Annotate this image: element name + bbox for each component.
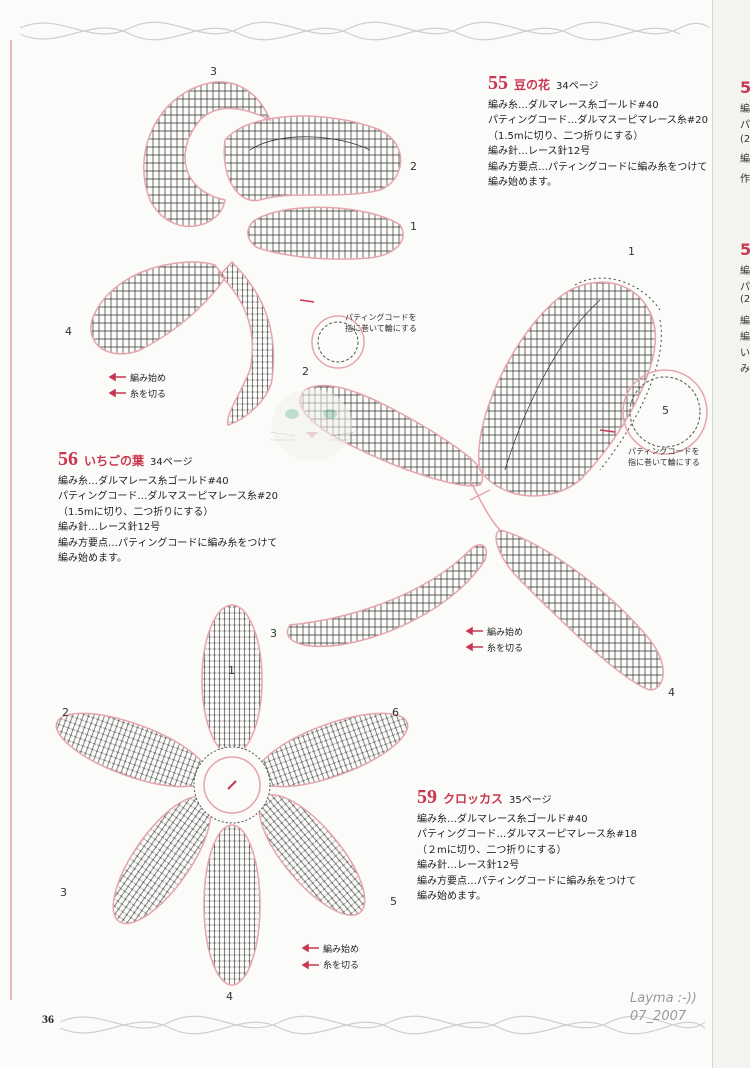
pattern-line: 編み始めます。 <box>58 553 127 564</box>
legend-start: 編み始め <box>487 627 524 638</box>
legend-start: 編み始め <box>323 944 360 955</box>
page-border-line <box>10 40 12 1000</box>
pattern-number: 55 <box>488 72 508 94</box>
page-number: 36 <box>42 1012 54 1026</box>
pattern-56-info: 56 いちごの葉 34ページ 編み糸…ダルマレース糸ゴールド#40 パティングコ… <box>58 448 279 567</box>
pattern-name: いちごの葉 <box>84 454 145 468</box>
spine-fragment: 編 <box>740 332 750 343</box>
pattern-line: 編み針…レース針12号 <box>58 522 161 533</box>
d59-label-4: 4 <box>226 990 233 1003</box>
legend-start: 編み始め <box>130 373 167 384</box>
pattern-line: （２mに切り、二つ折りにする） <box>417 844 567 856</box>
pattern-line: 編み針…レース針12号 <box>417 860 520 871</box>
pattern-line: （1.5mに切り、二つ折りにする） <box>58 506 214 518</box>
pattern-line: 編み糸…ダルマレース糸ゴールド#40 <box>488 99 659 111</box>
legend-59: 編み始め 糸を切る <box>323 940 359 972</box>
diagram-59-crocus <box>55 604 409 986</box>
pattern-line: パティングコード…ダルマスーピマレース糸#20 <box>58 491 279 502</box>
pattern-line: 編み方要点…パティングコードに編み糸をつけて <box>58 537 278 549</box>
spine-fragment: 5 <box>740 240 750 259</box>
pattern-line: 編み方要点…パティングコードに編み糸をつけて <box>488 161 708 173</box>
pattern-line: 編み糸…ダルマレース糸ゴールド#40 <box>58 475 229 487</box>
pattern-line: 編み始めます。 <box>417 891 486 902</box>
spine-fragment: 編 <box>740 104 750 115</box>
d56-label-5: 5 <box>662 404 669 417</box>
pattern-number: 56 <box>58 448 78 470</box>
cat-face-illustration <box>269 389 356 461</box>
d59-label-5: 5 <box>390 895 397 908</box>
signature-line: 07_2007 <box>630 1009 687 1024</box>
pattern-line: （1.5mに切り、二つ折りにする） <box>488 130 644 142</box>
page-reference: 34ページ <box>150 457 193 468</box>
d55-label-3: 3 <box>210 65 217 78</box>
diagram-55-sweet-pea <box>90 81 404 426</box>
spine-fragment: 作 <box>740 174 750 185</box>
pattern-name: クロッカス <box>443 792 504 806</box>
header-ornament <box>19 21 711 41</box>
pattern-line: 編み方要点…パティングコードに編み糸をつけて <box>417 875 637 887</box>
pattern-line: 編み糸…ダルマレース糸ゴールド#40 <box>417 813 588 825</box>
legend-55: 編み始め 糸を切る <box>130 369 166 401</box>
d59-label-2: 2 <box>62 706 69 719</box>
spine-fragment: 編 <box>740 316 750 327</box>
pattern-line: パティングコード…ダルマスーピマレース糸#18 <box>417 829 638 840</box>
signature-line: Layma :-)) <box>630 991 697 1006</box>
d59-label-6: 6 <box>392 706 399 719</box>
d56-label-1: 1 <box>628 245 635 258</box>
d59-label-3: 3 <box>60 886 67 899</box>
pattern-line: 編み針…レース針12号 <box>488 146 591 157</box>
d55-label-2: 2 <box>410 160 417 173</box>
legend-cut: 糸を切る <box>130 389 167 400</box>
spine-fragment: い <box>740 348 750 359</box>
d55-label-4: 4 <box>65 325 72 338</box>
d59-label-1: 1 <box>228 664 235 677</box>
spine-fragment: パ <box>740 120 750 131</box>
signature: Layma :-)) 07_2007 <box>630 990 697 1026</box>
pattern-55-info: 55 豆の花 34ページ 編み糸…ダルマレース糸ゴールド#40 パティングコード… <box>488 72 709 191</box>
next-page-edge <box>712 0 750 1068</box>
legend-56: 編み始め 糸を切る <box>487 623 523 655</box>
coil-note-55: パティングコードを 指に巻いて輪にする <box>345 313 417 333</box>
spine-fragment: 編 <box>740 266 750 277</box>
page-reference: 35ページ <box>509 795 552 806</box>
pattern-59-info: 59 クロッカス 35ページ 編み糸…ダルマレース糸ゴールド#40 パティングコ… <box>417 786 638 905</box>
pattern-number: 59 <box>417 786 437 808</box>
coil-note-56: パティングコードを 指に巻いて輪にする <box>628 447 700 467</box>
footer-ornament <box>59 1015 706 1035</box>
spine-fragment: (2 <box>740 294 750 305</box>
pattern-line: パティングコード…ダルマスーピマレース糸#20 <box>488 115 709 126</box>
d56-label-4: 4 <box>668 686 675 699</box>
d56-label-2: 2 <box>302 365 309 378</box>
page-reference: 34ページ <box>556 81 599 92</box>
legend-cut: 糸を切る <box>487 643 524 654</box>
d55-label-1: 1 <box>410 220 417 233</box>
pattern-name: 豆の花 <box>514 78 551 92</box>
spine-fragment: パ <box>740 282 750 293</box>
spine-fragment: 5 <box>740 78 750 97</box>
d56-label-3: 3 <box>270 627 277 640</box>
legend-arrows <box>108 372 483 970</box>
spine-fragment: (2 <box>740 134 750 145</box>
pattern-line: 編み始めます。 <box>488 177 557 188</box>
spine-fragment: み <box>740 364 750 375</box>
legend-cut: 糸を切る <box>323 960 360 971</box>
spine-fragment: 編 <box>740 154 750 165</box>
